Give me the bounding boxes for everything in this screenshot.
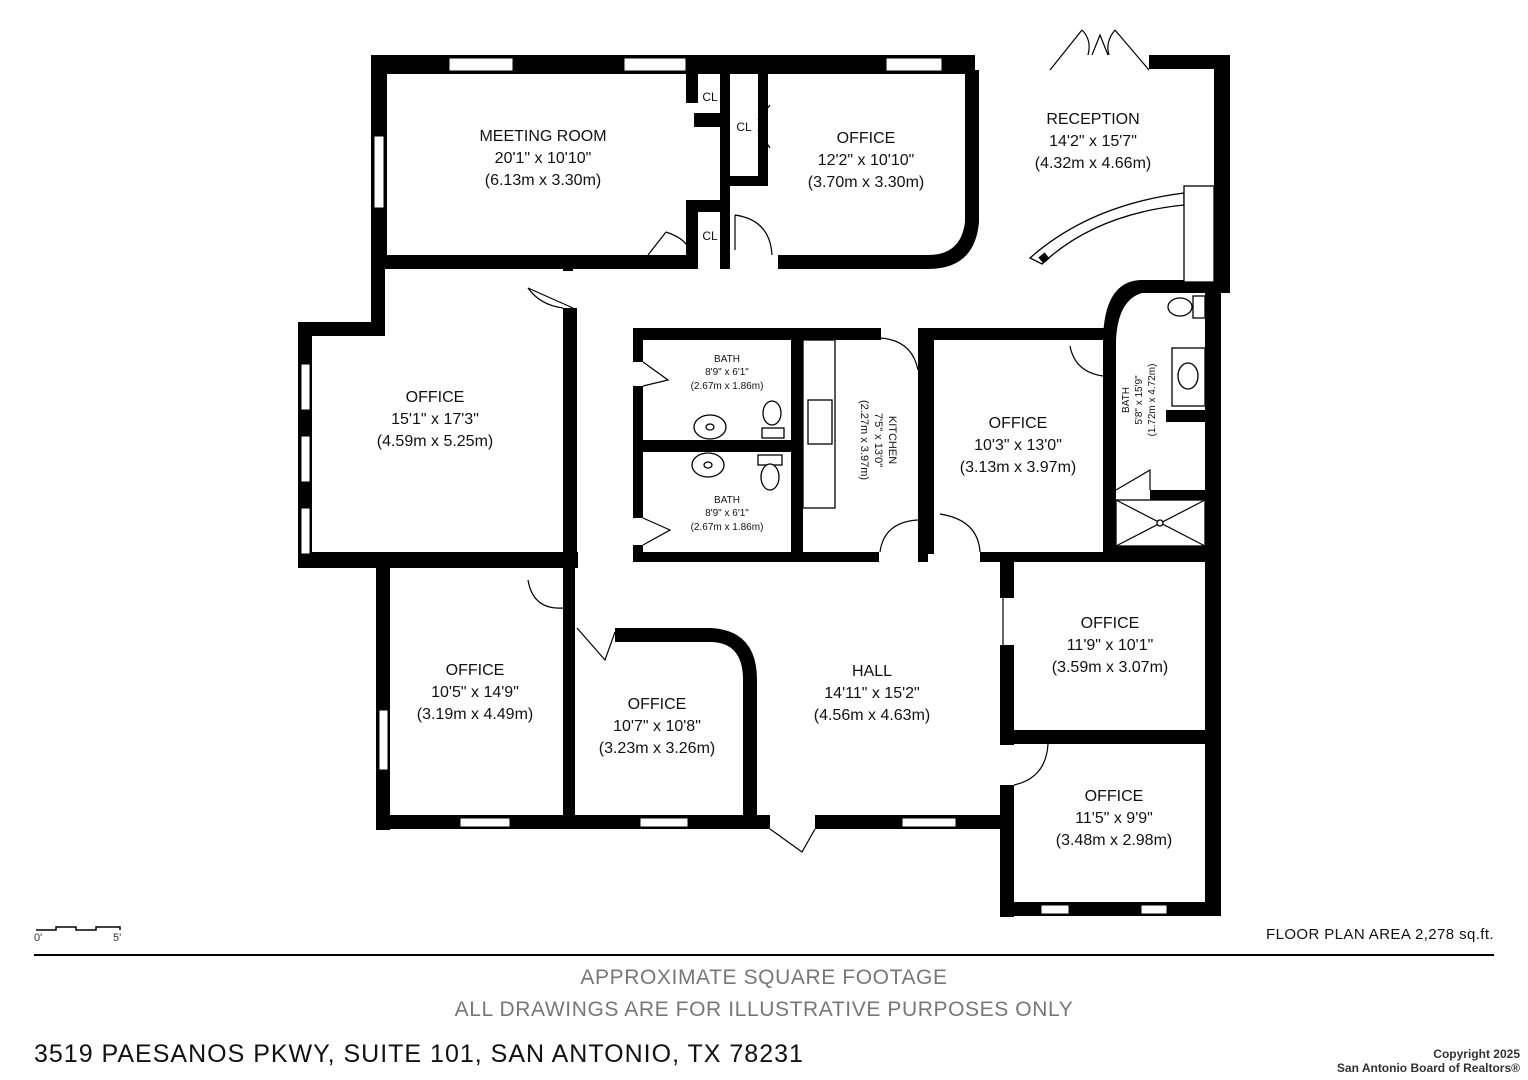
svg-text:(1.72m x 4.72m): (1.72m x 4.72m): [1147, 364, 1158, 437]
disclaimer-line-1: APPROXIMATE SQUARE FOOTAGE: [580, 966, 948, 989]
bath-lower-toilet: [760, 463, 780, 491]
svg-text:5'8" x 15'9": 5'8" x 15'9": [1134, 375, 1145, 425]
svg-text:7'5" x 13'0": 7'5" x 13'0": [872, 413, 884, 467]
doors: [527, 29, 1151, 853]
svg-text:(2.67m x 1.86m): (2.67m x 1.86m): [691, 522, 764, 533]
hall-label: HALL 14'11" x 15'2" (4.56m x 4.63m): [814, 663, 930, 724]
office-right-mid-label: OFFICE 11'9" x 10'1" (3.59m x 3.07m): [1052, 615, 1168, 676]
svg-text:(3.70m x 3.30m): (3.70m x 3.30m): [808, 174, 924, 191]
svg-text:BATH: BATH: [714, 354, 740, 365]
svg-text:OFFICE: OFFICE: [628, 696, 687, 713]
svg-text:OFFICE: OFFICE: [446, 662, 505, 679]
svg-text:20'1" x 10'10": 20'1" x 10'10": [495, 150, 592, 167]
bath-right-label: BATH 5'8" x 15'9" (1.72m x 4.72m): [1121, 364, 1158, 437]
svg-text:KITCHEN: KITCHEN: [886, 416, 898, 464]
svg-text:(2.67m x 1.86m): (2.67m x 1.86m): [691, 381, 764, 392]
property-address: 3519 PAESANOS PKWY, SUITE 101, SAN ANTON…: [34, 1040, 804, 1068]
title-rule: [34, 954, 1494, 956]
svg-text:12'2" x 10'10": 12'2" x 10'10": [818, 152, 915, 169]
svg-text:OFFICE: OFFICE: [989, 415, 1048, 432]
office-bottom-left-label: OFFICE 10'5" x 14'9" (3.19m x 4.49m): [417, 662, 533, 723]
svg-text:10'7" x 10'8": 10'7" x 10'8": [613, 718, 701, 735]
svg-text:8'9" x 6'1": 8'9" x 6'1": [705, 508, 749, 519]
svg-text:MEETING ROOM: MEETING ROOM: [479, 128, 606, 145]
svg-text:CL: CL: [702, 229, 718, 243]
copyright-notice: Copyright 2025 San Antonio Board of Real…: [1337, 1047, 1520, 1075]
office-left-label: OFFICE 15'1" x 17'3" (4.59m x 5.25m): [377, 389, 493, 450]
reception-desk: [1028, 192, 1185, 265]
disclaimer-line-2: ALL DRAWINGS ARE FOR ILLUSTRATIVE PURPOS…: [454, 998, 1074, 1021]
svg-text:OFFICE: OFFICE: [837, 130, 896, 147]
reception-label: RECEPTION 14'2" x 15'7" (4.32m x 4.66m): [1035, 111, 1151, 172]
svg-text:(3.59m x 3.07m): (3.59m x 3.07m): [1052, 659, 1168, 676]
svg-text:CL: CL: [736, 120, 752, 134]
room-labels: MEETING ROOM 20'1" x 10'10" (6.13m x 3.3…: [377, 90, 1172, 849]
kitchen-label: KITCHEN 7'5" x 13'0" (2.27m x 3.97m): [858, 400, 898, 480]
svg-text:(3.48m x 2.98m): (3.48m x 2.98m): [1056, 832, 1172, 849]
svg-text:OFFICE: OFFICE: [1085, 788, 1144, 805]
reception-desk-end: [1038, 252, 1050, 264]
svg-text:(6.13m x 3.30m): (6.13m x 3.30m): [485, 172, 601, 189]
bath-right-toilet: [1167, 297, 1193, 317]
svg-text:HALL: HALL: [852, 663, 892, 680]
kitchen-sink: [807, 399, 833, 445]
svg-text:11'5" x 9'9": 11'5" x 9'9": [1075, 810, 1153, 827]
reception-counter: [1183, 185, 1215, 283]
svg-text:14'11" x 15'2": 14'11" x 15'2": [824, 685, 919, 702]
floor-plan-area: FLOOR PLAN AREA 2,278 sq.ft.: [1266, 926, 1494, 943]
svg-text:(4.56m x 4.63m): (4.56m x 4.63m): [814, 707, 930, 724]
scale-bar: [36, 926, 121, 931]
meeting-room-label: MEETING ROOM 20'1" x 10'10" (6.13m x 3.3…: [479, 128, 606, 189]
svg-text:BATH: BATH: [714, 495, 740, 506]
closet-labels: CL CL CL: [702, 90, 752, 243]
office-bottom-center-label: OFFICE 10'7" x 10'8" (3.23m x 3.26m): [599, 696, 715, 757]
svg-text:14'2" x 15'7": 14'2" x 15'7": [1049, 133, 1137, 150]
bath-upper-toilet: [762, 400, 782, 426]
svg-text:OFFICE: OFFICE: [1081, 615, 1140, 632]
office-bottom-right-label: OFFICE 11'5" x 9'9" (3.48m x 2.98m): [1056, 788, 1172, 849]
svg-text:(3.23m x 3.26m): (3.23m x 3.26m): [599, 740, 715, 757]
svg-text:10'5" x 14'9": 10'5" x 14'9": [431, 684, 519, 701]
svg-text:(4.32m x 4.66m): (4.32m x 4.66m): [1035, 155, 1151, 172]
scale-end-label: 5': [113, 932, 122, 944]
bath-lower-label: BATH 8'9" x 6'1" (2.67m x 1.86m): [691, 495, 764, 533]
svg-text:OFFICE: OFFICE: [406, 389, 465, 406]
svg-text:15'1" x 17'3": 15'1" x 17'3": [391, 411, 479, 428]
svg-text:(3.13m x 3.97m): (3.13m x 3.97m): [960, 459, 1076, 476]
svg-text:11'9" x 10'1": 11'9" x 10'1": [1067, 637, 1154, 654]
svg-text:(2.27m x 3.97m): (2.27m x 3.97m): [858, 400, 870, 480]
svg-text:(4.59m x 5.25m): (4.59m x 5.25m): [377, 433, 493, 450]
svg-text:CL: CL: [702, 90, 718, 104]
scale-start-label: 0': [34, 932, 43, 944]
office-top-label: OFFICE 12'2" x 10'10" (3.70m x 3.30m): [808, 130, 924, 191]
svg-text:(3.19m x 4.49m): (3.19m x 4.49m): [417, 706, 533, 723]
svg-text:10'3" x 13'0": 10'3" x 13'0": [974, 437, 1062, 454]
copyright-line-1: Copyright 2025: [1433, 1047, 1520, 1061]
office-center-right-label: OFFICE 10'3" x 13'0" (3.13m x 3.97m): [960, 415, 1076, 476]
bath-upper-label: BATH 8'9" x 6'1" (2.67m x 1.86m): [691, 354, 764, 392]
fixtures: [34, 185, 1494, 956]
windows: [300, 57, 1168, 915]
copyright-line-2: San Antonio Board of Realtors®: [1336, 1061, 1520, 1075]
svg-text:BATH: BATH: [1121, 387, 1132, 413]
svg-text:RECEPTION: RECEPTION: [1046, 111, 1139, 128]
svg-text:8'9" x 6'1": 8'9" x 6'1": [705, 367, 749, 378]
